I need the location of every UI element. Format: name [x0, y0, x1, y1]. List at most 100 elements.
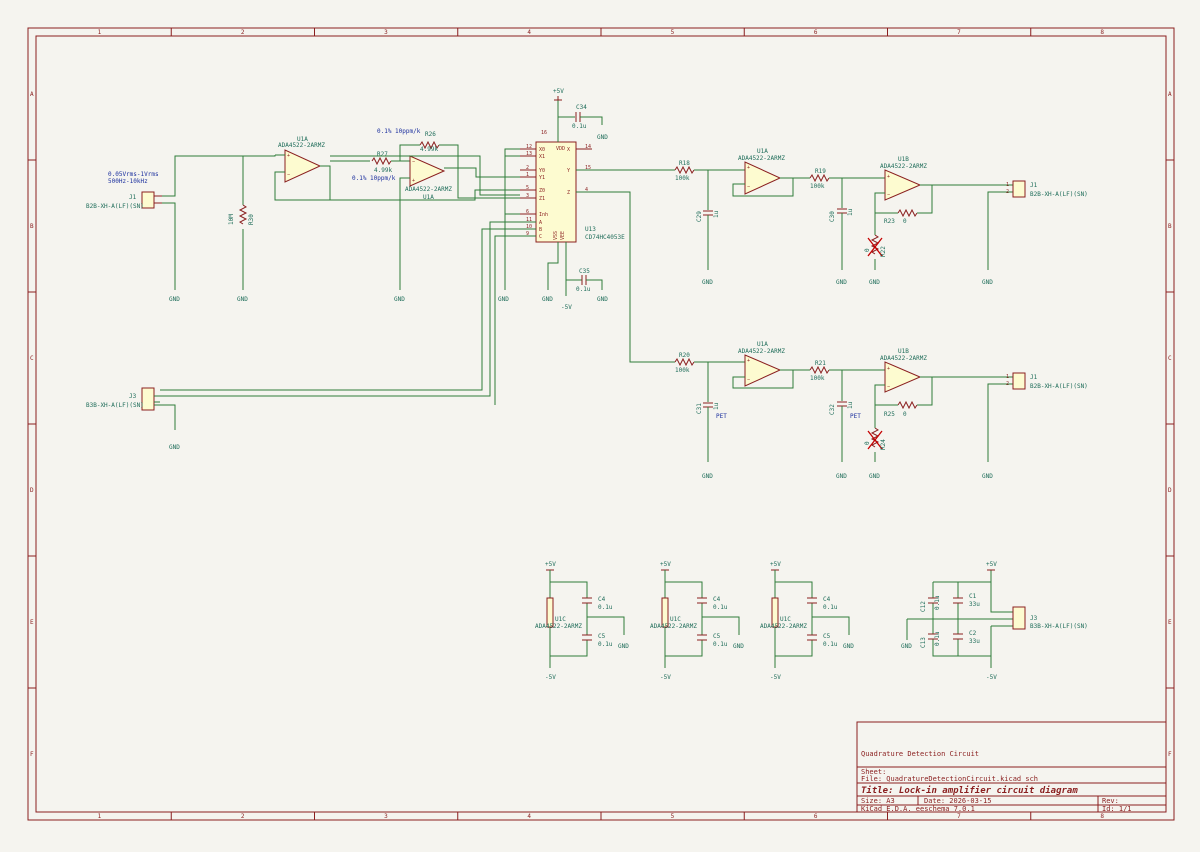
u1b-value-2: ADA4522-2ARMZ	[880, 355, 927, 362]
border-row-left: B	[30, 223, 34, 230]
c1-ref: C1	[969, 593, 977, 600]
border-col-top: 1	[98, 29, 102, 36]
u1b-ref-2: U1B	[898, 348, 909, 355]
svg-text:−: −	[747, 184, 750, 190]
gnd-c31: GND	[702, 473, 713, 480]
inner-frame	[35, 35, 1167, 813]
opamp-u1a-upper: + − U1A ADA4522-2ARMZ	[738, 148, 785, 195]
resistor-r22-dnp: 0 R22	[864, 234, 887, 257]
gnd-c32: GND	[836, 473, 847, 480]
r30-ref: R30	[248, 214, 255, 225]
gnd-c29: GND	[702, 279, 713, 286]
r19-ref: R19	[815, 168, 826, 175]
tb-file: File: QuadratureDetectionCircuit.kicad_s…	[861, 775, 1038, 783]
opamp-u1a-buffer: + − U1A ADA4522-2ARMZ	[278, 136, 325, 183]
gnd-j1-lower: GND	[982, 473, 993, 480]
c4-value: 0.1u	[598, 604, 613, 611]
c13-value: 0.1u	[934, 631, 941, 646]
svg-text:+: +	[747, 165, 750, 171]
mux-pin-name: Z1	[539, 196, 545, 202]
gnd-mux-vss: GND	[542, 296, 553, 303]
c32-value: 1u	[847, 401, 854, 409]
mux-pin-number: 13	[526, 151, 532, 157]
c5-value: 0.1u	[713, 641, 728, 648]
p5v-u1c: +5V	[660, 561, 671, 568]
j1-lower-value: B2B-XH-A(LF)(SN)	[1030, 383, 1088, 390]
c29-value: 1u	[713, 210, 720, 218]
resistor-r19: R19 100k	[809, 168, 830, 190]
svg-text:+: +	[887, 366, 890, 372]
resistor-r30: 10M R30	[228, 156, 255, 290]
svg-text:−: −	[412, 159, 415, 165]
c31-pet: PET	[716, 413, 727, 420]
r22-value: 0	[864, 248, 871, 252]
connector-j1-out-lower: 1 2 J1 B2B-XH-A(LF)(SN)	[1006, 372, 1088, 390]
border-col-bottom: 8	[1100, 813, 1104, 820]
u1b-ref-1: U1B	[898, 156, 909, 163]
c31-ref: C31	[696, 403, 703, 414]
gnd-r24: GND	[869, 473, 880, 480]
c5-ref: C5	[598, 633, 606, 640]
gnd-pwr: GND	[901, 643, 912, 650]
r27-note: 0.1% 10ppm/k	[352, 175, 396, 182]
m5v-pwr: -5V	[986, 674, 997, 681]
border-row-right: A	[1168, 91, 1172, 98]
j3-ref: J3	[129, 393, 137, 400]
svg-text:+: +	[747, 358, 750, 364]
resistor-r23: R23 0	[884, 208, 918, 225]
mux-pin-number: 11	[526, 217, 532, 223]
gnd-j1: GND	[169, 296, 180, 303]
svg-text:−: −	[287, 172, 290, 178]
j1-ref: J1	[129, 194, 137, 201]
svg-text:−: −	[887, 192, 890, 198]
svg-text:+: +	[287, 153, 290, 159]
r27-ref: R27	[377, 151, 388, 158]
m5v-u1c: -5V	[545, 674, 556, 681]
r23-value: 0	[903, 218, 907, 225]
border-col-bottom: 7	[957, 813, 961, 820]
border-col-top: 7	[957, 29, 961, 36]
p5v-u1c: +5V	[545, 561, 556, 568]
power-input-block: +5V C12 0.1u C1 33u GND C13 0.1u C2 33u …	[901, 561, 1088, 681]
mux-pin-name: VDD	[556, 146, 565, 152]
opamp-u1a-lower: + − U1A ADA4522-2ARMZ	[738, 341, 785, 387]
r20-ref: R20	[679, 352, 690, 359]
mux-pin-name: Y1	[539, 175, 545, 181]
input-freq-note: 500Hz-10kHz	[108, 178, 148, 185]
tb-tool: KiCad E.D.A. eeschema 7.0.1	[861, 805, 975, 813]
c31-value: 1u	[713, 402, 720, 410]
tb-sheet: Sheet:	[861, 768, 886, 776]
c1-value: 33u	[969, 601, 980, 608]
border-col-bottom: 4	[527, 813, 531, 820]
border-col-bottom: 2	[241, 813, 245, 820]
connector-j1-input: J1 B2B-XH-A(LF)(SN) 0.05Vrms-1Vrms 500Hz…	[86, 171, 162, 210]
mux-pin-name: Z0	[539, 188, 545, 194]
connector-j1-out-upper: 1 2 J1 B2B-XH-A(LF)(SN)	[1006, 180, 1088, 198]
resistor-r27: R27 4.99k 0.1% 10ppm/k	[352, 151, 396, 182]
svg-text:1: 1	[1006, 182, 1009, 188]
opamp-u1b-lower: + − U1B ADA4522-2ARMZ	[880, 348, 927, 393]
gnd-j1-upper: GND	[982, 279, 993, 286]
mux-pin-name: B	[539, 227, 542, 233]
border-row-left: D	[30, 487, 34, 494]
u1a-value-1: ADA4522-2ARMZ	[278, 142, 325, 149]
mux-u13: X012X113Y02Y11Z05Z13Inh6A11B10C9VDD16VSS…	[520, 130, 625, 243]
c13-ref: C13	[920, 637, 927, 648]
input-level-note: 0.05Vrms-1Vrms	[108, 171, 159, 178]
gnd-j3: GND	[169, 444, 180, 451]
u1c-value: ADA4522-2ARMZ	[760, 623, 807, 630]
r18-ref: R18	[679, 160, 690, 167]
mux-pin-number: 12	[526, 144, 532, 150]
border-row-right: F	[1168, 751, 1172, 758]
c32-pet: PET	[850, 413, 861, 420]
p5v-pwr: +5V	[986, 561, 997, 568]
u1a-value-2: ADA4522-2ARMZ	[405, 186, 452, 193]
c35-ref: C35	[579, 268, 590, 275]
c32-ref: C32	[829, 404, 836, 415]
resistor-r18: R18 100k	[674, 160, 695, 182]
border-col-bottom: 6	[814, 813, 818, 820]
p5v-mux: +5V	[553, 88, 564, 95]
